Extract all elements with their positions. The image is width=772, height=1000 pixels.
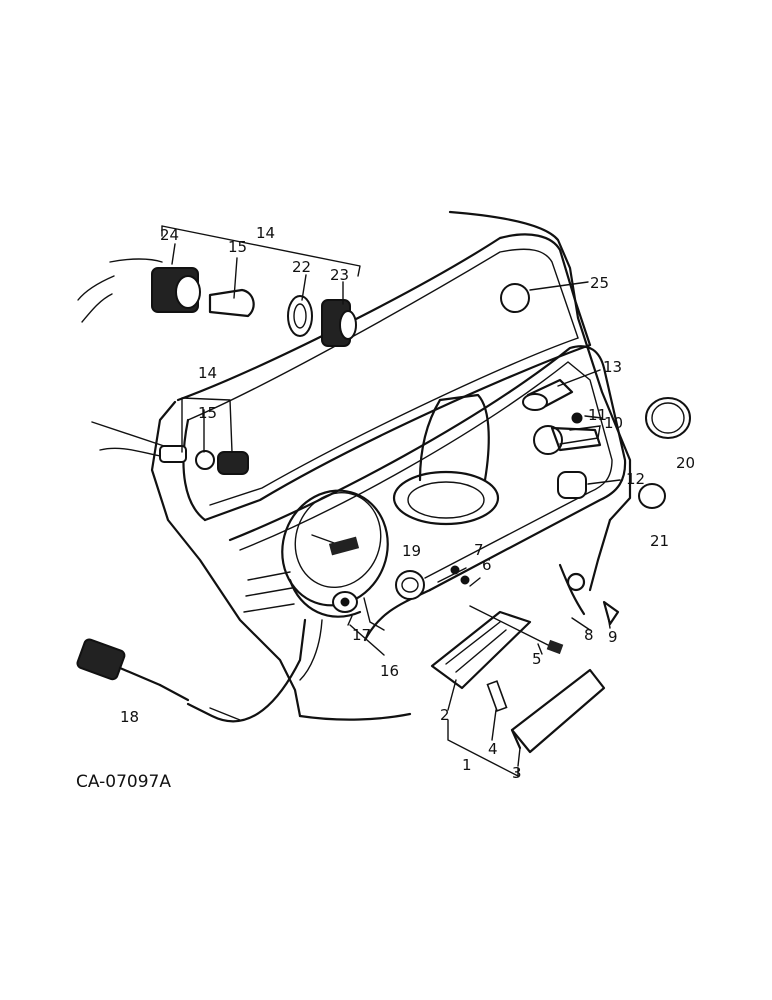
callout-25: 25 <box>590 274 609 292</box>
callout-4: 4 <box>488 740 498 758</box>
gauge <box>243 489 389 681</box>
callout-20: 20 <box>676 454 695 472</box>
indicator-lamp <box>91 421 249 475</box>
callout-18: 18 <box>120 708 139 726</box>
speedo-cable <box>76 618 307 723</box>
callout-24: 24 <box>160 226 179 244</box>
callout-16: 16 <box>380 662 399 680</box>
callout-9: 9 <box>608 628 618 646</box>
light-assembly <box>77 258 357 347</box>
callout-19: 19 <box>402 542 421 560</box>
callout-14: 14 <box>256 224 275 242</box>
callout-11: 11 <box>588 406 607 424</box>
callout-13: 13 <box>603 358 622 376</box>
callout-labels: 14 24 15 22 23 25 13 14 15 11 10 20 12 2… <box>120 224 695 782</box>
callout-21: 21 <box>650 532 669 550</box>
callout-5: 5 <box>532 650 542 668</box>
callout-17: 17 <box>352 626 371 644</box>
callout-2: 2 <box>440 706 450 724</box>
callout-6: 6 <box>482 556 492 574</box>
controls-right <box>395 283 691 600</box>
callout-23: 23 <box>330 266 349 284</box>
callout-15: 15 <box>228 238 247 256</box>
callout-15b: 15 <box>198 404 217 422</box>
fuse-box <box>430 600 620 754</box>
callout-1: 1 <box>462 756 472 774</box>
callout-7: 7 <box>474 541 484 559</box>
callout-10: 10 <box>604 414 623 432</box>
leader-lines <box>161 225 621 778</box>
callout-3: 3 <box>512 764 522 782</box>
callout-8: 8 <box>584 626 594 644</box>
callout-22: 22 <box>292 258 311 276</box>
diagram-code: CA-07097A <box>76 772 171 792</box>
callout-14b: 14 <box>198 364 217 382</box>
callout-12: 12 <box>626 470 645 488</box>
